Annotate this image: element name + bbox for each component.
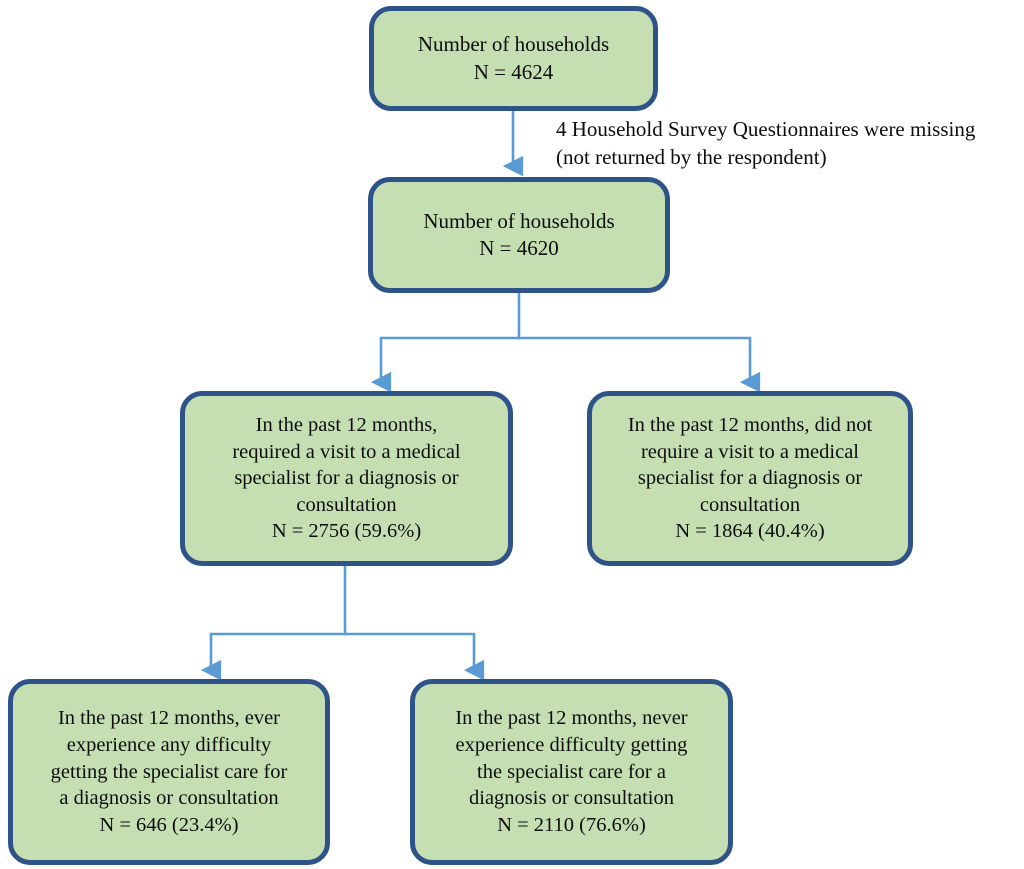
node-not-required-visit: In the past 12 months, did not require a… (587, 391, 913, 566)
connector-valid-to-required-visit (370, 293, 521, 393)
node-required-visit: In the past 12 months, required a visit … (180, 391, 513, 566)
node-difficulty-ever: In the past 12 months, ever experience a… (8, 679, 330, 865)
connector-required-to-difficulty-never (345, 632, 485, 681)
node-difficulty-never: In the past 12 months, never experience … (410, 679, 733, 865)
node-households-initial: Number of households N = 4624 (369, 6, 658, 111)
connector-valid-to-not-required-visit (519, 336, 761, 393)
node-difficulty-ever-label: In the past 12 months, ever experience a… (50, 707, 288, 836)
annotation-missing-questionnaires: 4 Household Survey Questionnaires were m… (556, 117, 976, 169)
node-households-initial-label: Number of households N = 4624 (417, 32, 610, 84)
node-not-required-visit-label: In the past 12 months, did not require a… (627, 413, 873, 543)
connector-required-to-difficulty-ever (200, 566, 347, 681)
node-required-visit-label: In the past 12 months, required a visit … (232, 413, 461, 543)
node-households-valid-label: Number of households N = 4620 (423, 208, 615, 260)
node-difficulty-never-label: In the past 12 months, never experience … (455, 707, 688, 836)
node-households-valid: Number of households N = 4620 (368, 177, 670, 293)
